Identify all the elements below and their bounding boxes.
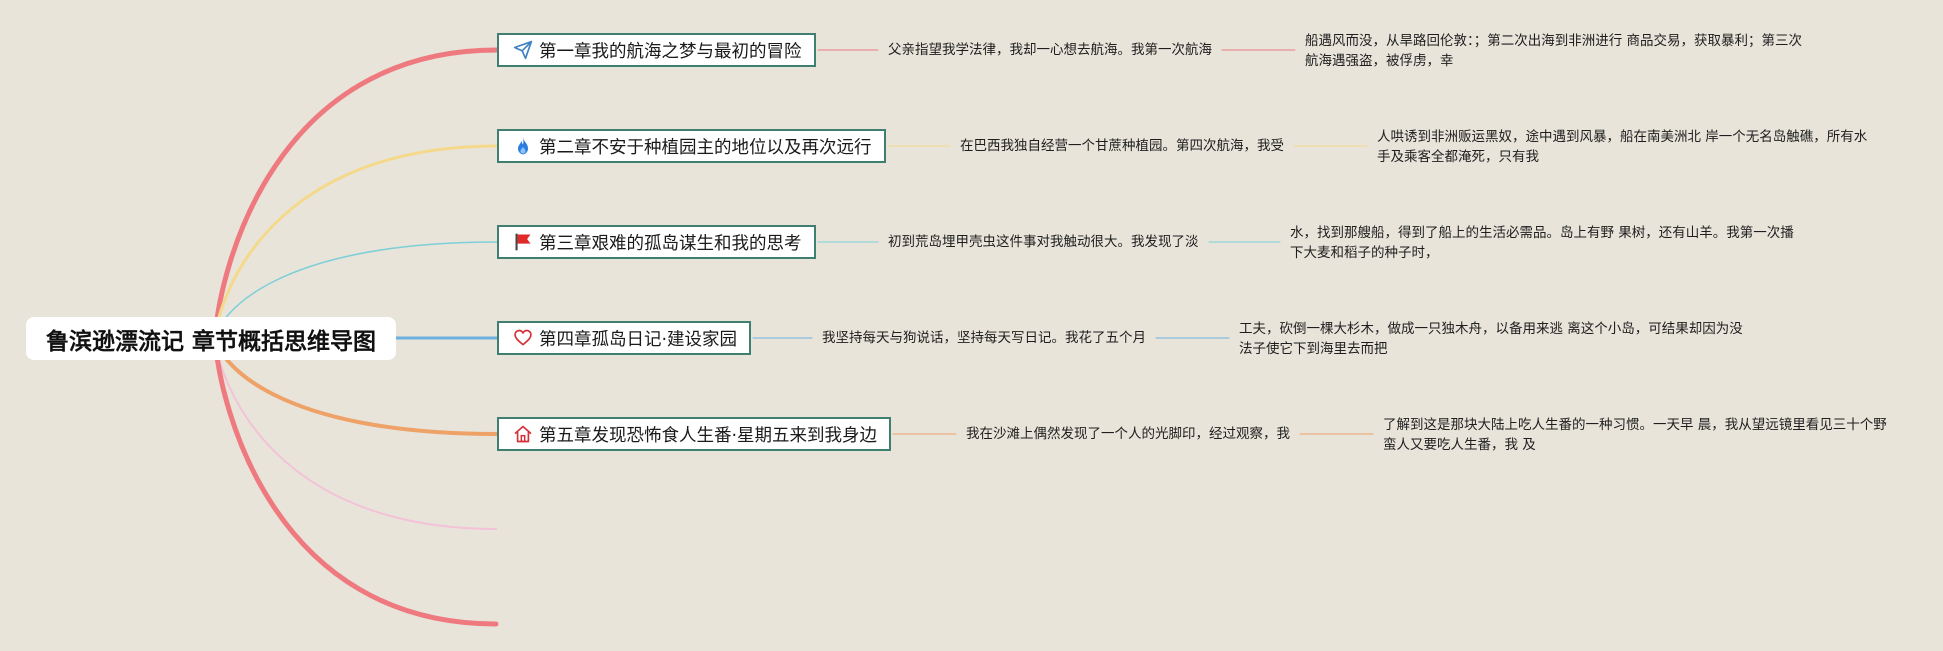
chapter-3-summary-part2: 水，找到那艘船，得到了船上的生活必需品。岛上有野 果树，还有山羊。我第一次播下大… (1290, 225, 1794, 261)
heart-icon (513, 328, 533, 348)
chapter-4-summary-part1: 我坚持每天与狗说话，坚持每天写日记。我花了五个月 (822, 330, 1146, 346)
mindmap-root-title: 鲁滨逊漂流记 章节概括思维导图 (26, 317, 396, 360)
chapter-1-summary-part1: 父亲指望我学法律，我却一心想去航海。我第一次航海 (888, 42, 1212, 58)
chapter-4-title: 第四章孤岛日记·建设家园 (539, 329, 738, 350)
chapter-2-summary-part1: 在巴西我独自经营一个甘蔗种植园。第四次航海，我受 (960, 138, 1284, 154)
branch-connector-extra-2 (212, 335, 499, 627)
flame-icon (513, 136, 533, 156)
paper-plane-icon (513, 40, 533, 60)
chapter-3-node[interactable]: 第三章艰难的孤岛谋生和我的思考 (497, 225, 816, 259)
branch-connector-chapter-2 (213, 144, 499, 340)
chapter-5-title: 第五章发现恐怖食人生番·星期五来到我身边 (539, 425, 878, 446)
chapter-2-node[interactable]: 第二章不安于种植园主的地位以及再次远行 (497, 129, 886, 163)
flag-icon (513, 232, 533, 252)
chapter-4-node[interactable]: 第四章孤岛日记·建设家园 (497, 321, 752, 355)
branch-connector-chapter-1 (212, 47, 500, 341)
chapter-1-node[interactable]: 第一章我的航海之梦与最初的冒险 (497, 33, 816, 67)
chapter-5-summary-part1: 我在沙滩上偶然发现了一个人的光脚印，经过观察，我 (966, 426, 1290, 442)
chapter-3-summary-part1: 初到荒岛埋甲壳虫这件事对我触动很大。我发现了淡 (888, 234, 1199, 250)
home-icon (513, 424, 533, 444)
chapter-5-summary-part2: 了解到这是那块大陆上吃人生番的一种习惯。一天早 晨，我从望远镜里看见三十个野蛮人… (1383, 417, 1887, 453)
chapter-3-title: 第三章艰难的孤岛谋生和我的思考 (539, 233, 802, 254)
chapter-4-summary-part2: 工夫，砍倒一棵大杉木，做成一只独木舟，以备用来逃 离这个小岛，可结果却因为没法子… (1239, 321, 1743, 357)
chapter-2-summary-part2: 人哄诱到非洲贩运黑奴，途中遇到风暴，船在南美洲北 岸一个无名岛触礁，所有水手及乘… (1377, 129, 1868, 165)
chapter-5-node[interactable]: 第五章发现恐怖食人生番·星期五来到我身边 (497, 417, 892, 451)
chapter-2-title: 第二章不安于种植园主的地位以及再次远行 (539, 137, 872, 158)
chapter-1-title: 第一章我的航海之梦与最初的冒险 (539, 41, 802, 62)
chapter-1-summary-part2: 船遇风而没，从旱路回伦敦：；第二次出海到非洲进行 商品交易，获取暴利；第三次航海… (1305, 33, 1803, 69)
